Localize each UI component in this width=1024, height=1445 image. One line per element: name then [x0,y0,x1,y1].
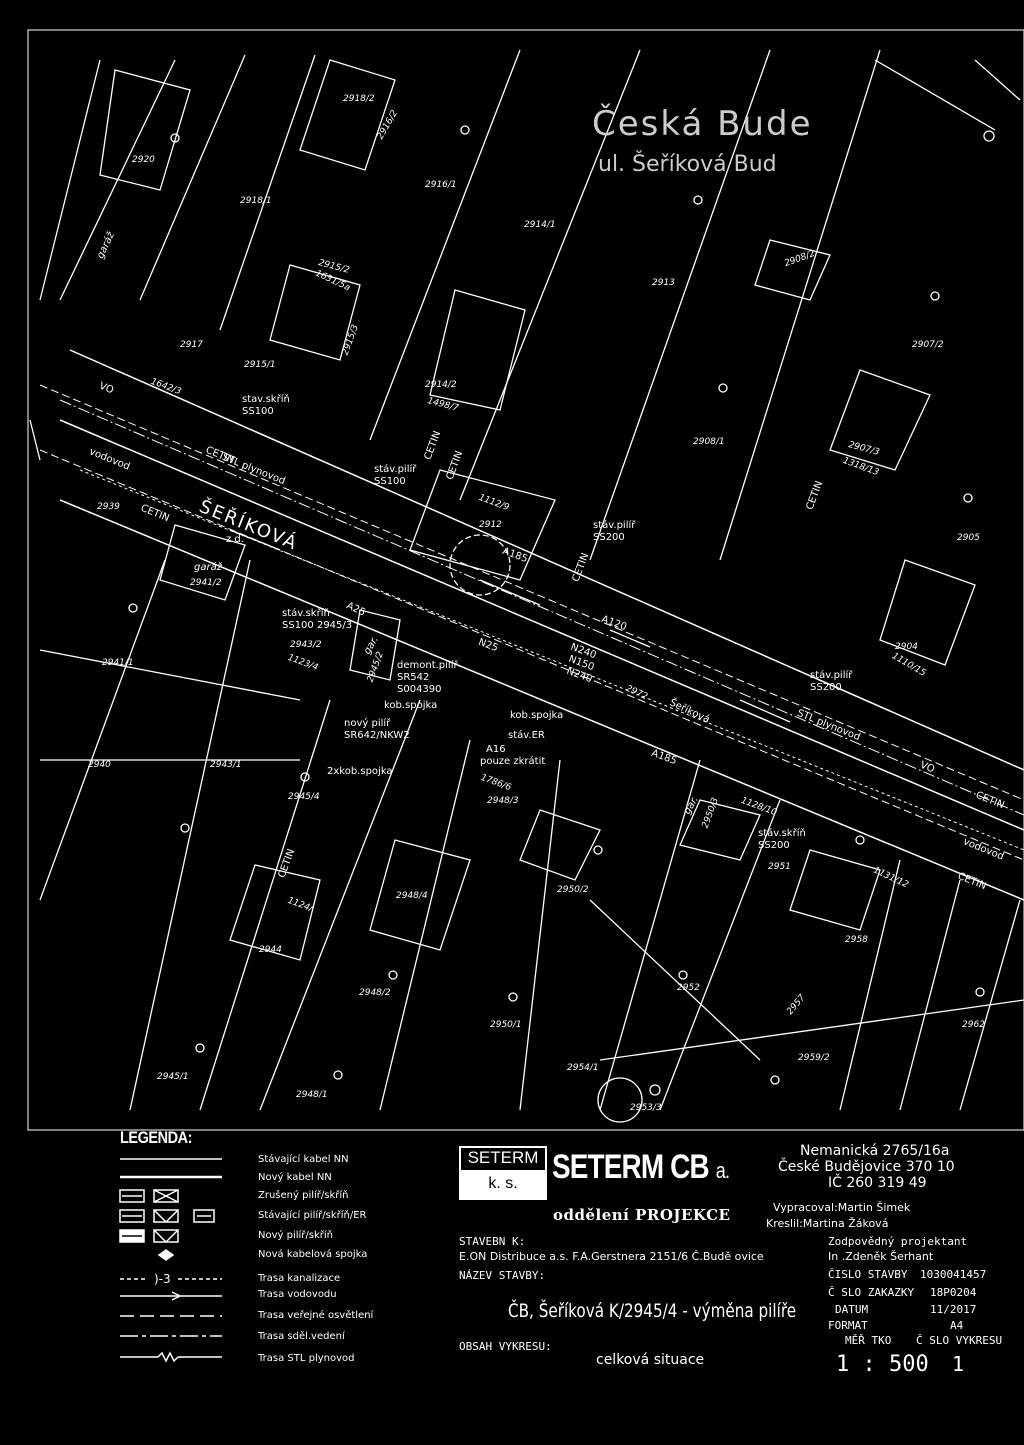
address-line-1: Nemanická 2765/16a [800,1143,950,1159]
legend-item-novy-kabel: Nový kabel NN [258,1172,332,1183]
ico: IČ 260 319 49 [828,1175,927,1191]
format-value: A4 [950,1319,964,1332]
legend-item-kanalizace: Trasa kanalizace [258,1273,341,1284]
vypracoval: Vypracoval:Martin Šimek [773,1201,911,1214]
logo-top-text: SETERM [467,1148,539,1167]
legend-item-stavajici-pilir: Stávající pilíř/skříň/ER [258,1210,367,1221]
kreslil: Kreslil:Martina Žáková [766,1217,889,1230]
department: oddělení PROJEKCE [553,1206,731,1224]
cislo-vykresu-label: Č SLO VYKRESU [916,1334,1003,1347]
legend-item-sdel-vedeni: Trasa sděl.vedení [258,1331,345,1342]
company-name: SETERM CB a. [552,1148,730,1187]
legend-item-zruseny-pilir: Zrušený pilíř/skříň [258,1190,349,1201]
cislo-vykresu-value: 1 [952,1352,965,1376]
datum-label: DATUM [835,1303,869,1316]
format-label: FORMAT [828,1319,868,1332]
nazev-stavby-label: NÁZEV STAVBY: [459,1269,546,1282]
cislo-zakazky-label: Č SLO ZAKAZKY [828,1286,915,1299]
trasa-arrows [229,529,791,723]
cislo-stavby-label: ČISLO STAVBY [828,1268,908,1281]
cislo-stavby-value: 1030041457 [920,1268,987,1281]
meritko-label: MĚŘ TKO [845,1334,892,1347]
company-suffix: a. [715,1158,730,1183]
meritko-value: 1 : 500 [836,1352,929,1377]
seterm-logo: SETERM k. s. [459,1146,547,1200]
zodpovedny-projektant: Zodpovědný projektant [828,1235,968,1248]
svg-text:)-3: )-3 [154,1272,171,1286]
legend-item-kabelova-spojka: Nová kabelová spojka [258,1249,368,1260]
obsah-vykresu-label: OBSAH VYKRESU: [459,1340,552,1353]
obsah-vykresu-value: celková situace [596,1352,705,1368]
nazev-stavby-value: ČB, Šeříková K/2945/4 - výměna pilíře [508,1300,797,1322]
logo-bottom-text: k. s. [461,1170,545,1198]
inzenyr: In .Zdeněk Šerhant [828,1250,934,1263]
address-line-2: České Budějovice 370 10 [778,1159,955,1175]
parcel-boundaries [27,29,1024,1131]
stavebnik-label: STAVEBN K: [459,1235,526,1248]
datum-value: 11/2017 [930,1303,977,1316]
stavebnik-value: E.ON Distribuce a.s. F.A.Gerstnera 2151/… [459,1250,764,1263]
company-name-text: SETERM CB [552,1148,710,1186]
legend-item-verejne-osvetleni: Trasa veřejné osvětlení [258,1310,374,1321]
cislo-zakazky-value: 18P0204 [930,1286,977,1299]
legend-item-vodovod: Trasa vodovodu [258,1289,337,1300]
legend-symbols: )-3 [119,1158,222,1363]
legend-item-stl-plynovod: Trasa STL plynovod [258,1353,355,1364]
legend-item-stavajici-kabel: Stávající kabel NN [258,1154,349,1165]
legend-item-novy-pilir: Nový pilíř/skříň [258,1230,334,1241]
legend-title: LEGENDA: [120,1128,193,1147]
